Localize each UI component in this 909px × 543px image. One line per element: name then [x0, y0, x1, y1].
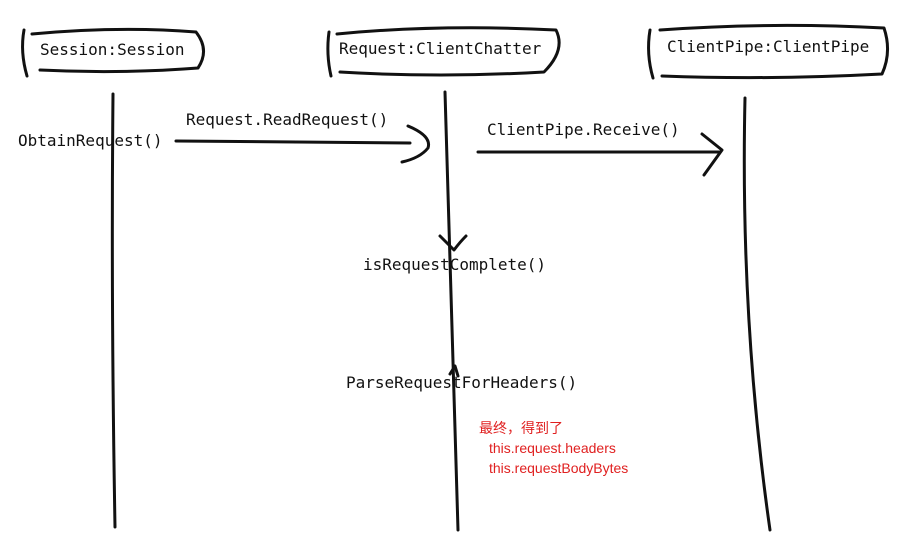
message-label-parserequestforheaders: ParseRequestForHeaders(): [346, 373, 578, 392]
participant-box-clientpipe: [647, 23, 889, 80]
note-line: this.request.headers: [489, 440, 616, 456]
arrow-isrequestcomplete: [438, 234, 468, 252]
lifeline-request: [443, 90, 460, 532]
lifeline-session: [110, 92, 117, 529]
message-label-readrequest: Request.ReadRequest(): [186, 110, 389, 129]
participant-box-session: [21, 27, 205, 78]
participant-label-session: Session:Session: [40, 40, 185, 59]
arrow-parserequestforheaders: [448, 364, 460, 378]
participant-label-request: Request:ClientChatter: [339, 39, 542, 58]
participant-label-clientpipe: ClientPipe:ClientPipe: [667, 37, 870, 56]
note-line: 最终，得到了: [479, 420, 563, 436]
message-label-obtainrequest: ObtainRequest(): [18, 131, 163, 150]
note-line: this.requestBodyBytes: [489, 460, 629, 476]
lifeline-clientpipe: [742, 96, 772, 532]
message-label-isrequestcomplete: isRequestComplete(): [363, 255, 547, 274]
arrow-readrequest: [174, 124, 431, 164]
message-label-receive: ClientPipe.Receive(): [487, 120, 680, 139]
participant-box-request: [326, 26, 561, 78]
arrow-receive: [476, 132, 724, 177]
